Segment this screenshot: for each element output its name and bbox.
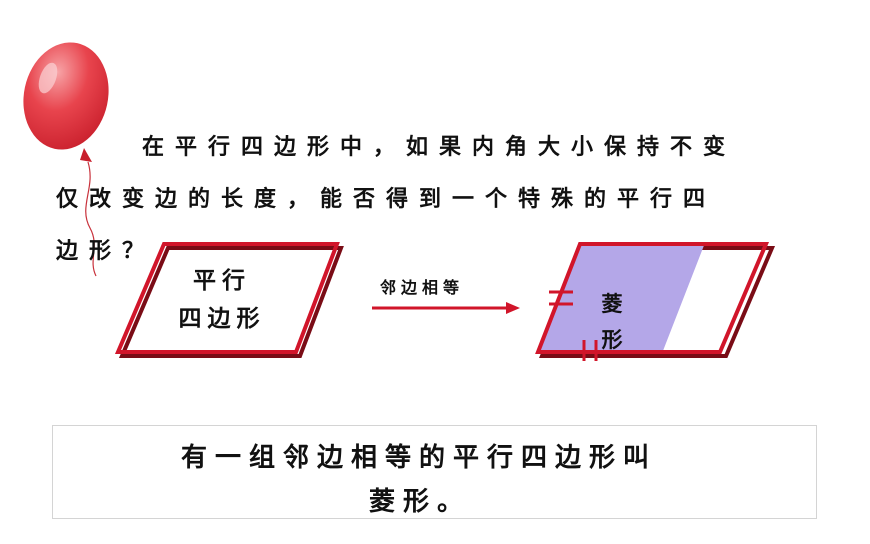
right-parallelogram-shape bbox=[535, 242, 770, 354]
question-text: 在平行四边形中，如果内角大小保持不变 仅改变边的长度，能否得到一个特殊的平行四 … bbox=[56, 122, 836, 278]
parallelogram-shadow bbox=[118, 246, 344, 358]
rhombus-label: 菱 形 bbox=[594, 286, 630, 358]
arrow-label: 邻边相等 bbox=[380, 278, 465, 297]
parallelogram-shape bbox=[114, 242, 340, 354]
parallelogram-label-line-1: 平行 bbox=[193, 268, 251, 294]
definition-box: 有一组邻边相等的平行四边形叫 菱形。 bbox=[52, 425, 817, 519]
definition-line-1: 有一组邻边相等的平行四边形叫 bbox=[181, 443, 658, 473]
arrow-head bbox=[506, 302, 520, 314]
question-line-3: 边形？ bbox=[56, 239, 156, 264]
definition-text: 有一组邻边相等的平行四边形叫 菱形。 bbox=[181, 436, 801, 524]
balloon-icon bbox=[23, 42, 109, 277]
definition-line-2: 菱形。 bbox=[369, 487, 472, 517]
rhombus-label-line-2: 形 bbox=[601, 328, 623, 352]
question-line-2: 仅改变边的长度，能否得到一个特殊的平行四 bbox=[56, 187, 717, 212]
parallelogram-label: 平行 四边形 bbox=[164, 262, 280, 338]
parallelogram-label-line-2: 四边形 bbox=[178, 306, 266, 332]
rhombus-label-line-1: 菱 bbox=[601, 292, 623, 316]
question-line-1: 在平行四边形中，如果内角大小保持不变 bbox=[142, 135, 737, 160]
